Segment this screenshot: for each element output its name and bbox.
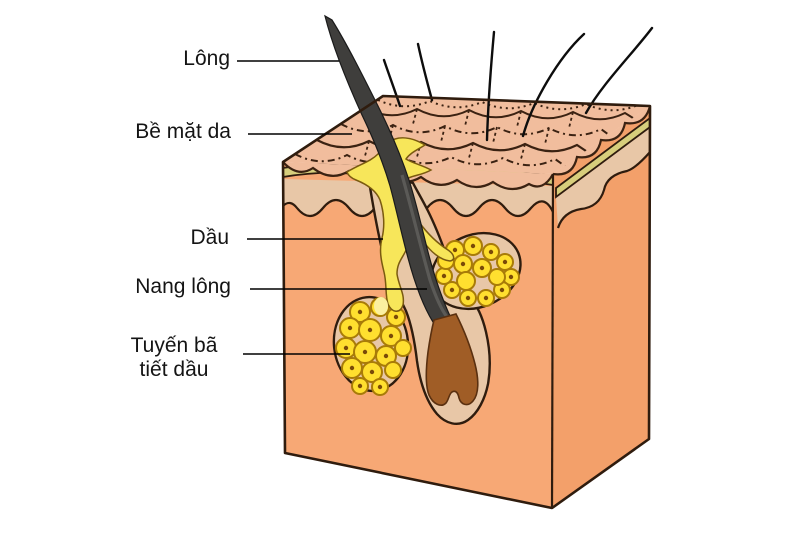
skin-surface-label: Bề mặt da xyxy=(135,120,231,143)
hair-follicle-label: Nang lông xyxy=(135,275,231,298)
gland-cell-nuclei xyxy=(343,243,514,390)
hair-root-bulb xyxy=(425,313,479,406)
epidermis-layer-right xyxy=(556,127,651,229)
hair-shaft-highlight xyxy=(400,174,449,318)
sebaceous-gland-label-line1: Tuyến bã xyxy=(130,334,218,357)
label-lines xyxy=(237,60,427,355)
surface-scales xyxy=(294,99,639,167)
cube-edges xyxy=(281,94,652,510)
hair-label: Lông xyxy=(183,47,230,70)
sebaceous-gland-label-line2: tiết dầu xyxy=(139,358,209,381)
sebaceous-gland-right-cells xyxy=(435,236,520,307)
sebaceous-gland-label: Tuyến bã tiết dầu xyxy=(118,334,230,382)
oil-label: Dầu xyxy=(190,226,229,249)
